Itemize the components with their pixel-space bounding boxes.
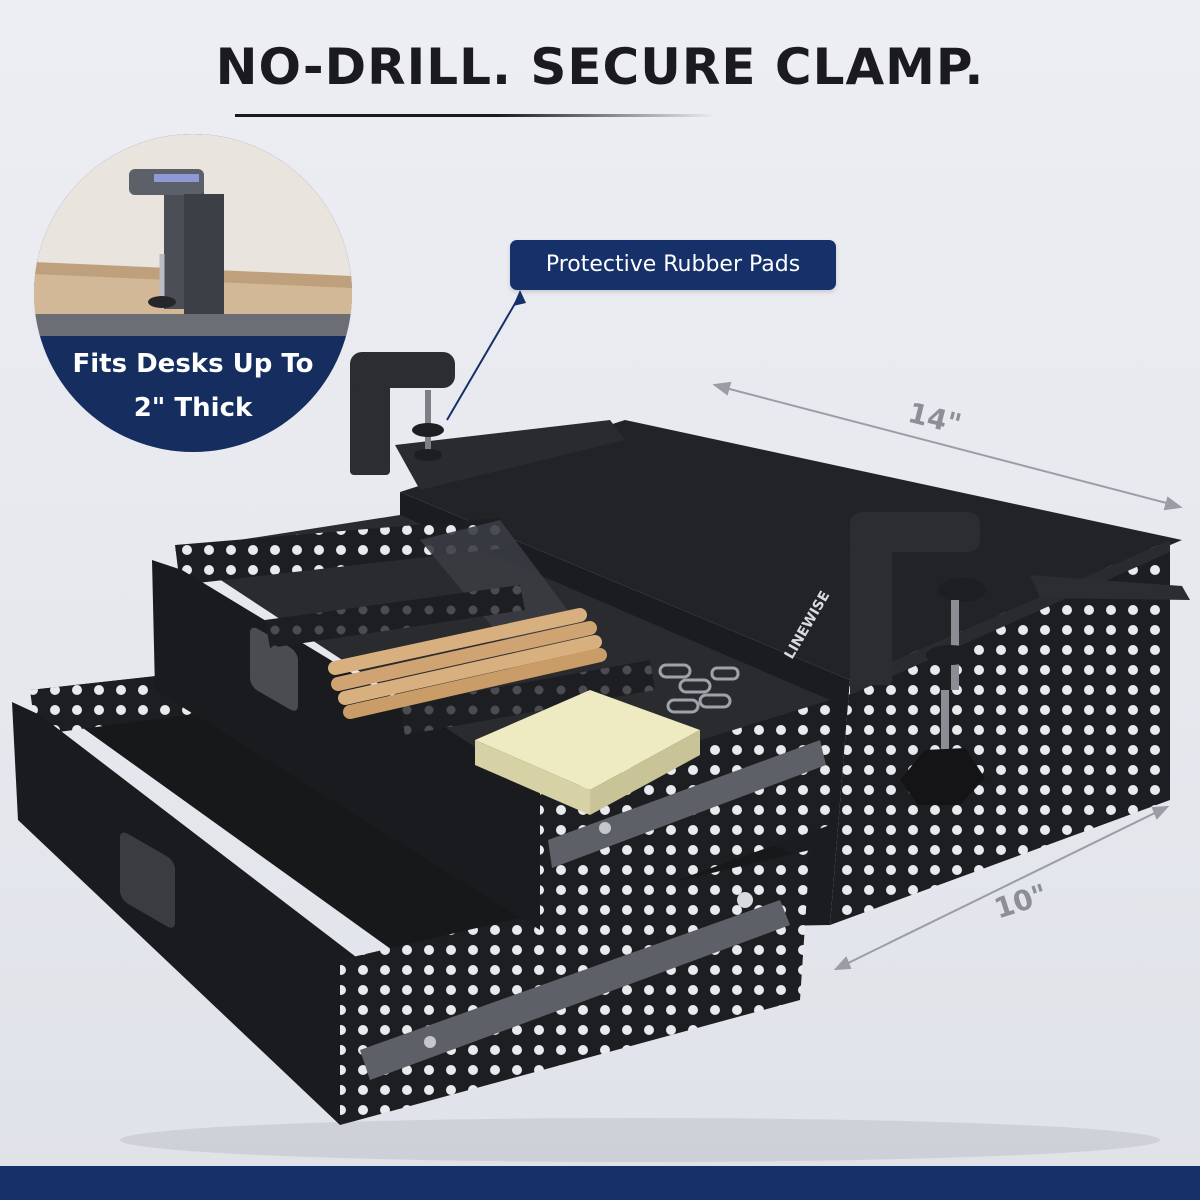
upper-slide-rail <box>548 740 826 868</box>
pencils <box>328 608 607 719</box>
upper-drawer-back-wall <box>175 518 505 585</box>
side-rail <box>1030 575 1190 600</box>
housing-side-panel <box>830 540 1170 925</box>
drawer-divider <box>265 585 525 648</box>
callout-arrow <box>446 294 521 421</box>
rear-clamp <box>350 352 455 475</box>
lower-drawer-front <box>12 702 360 1125</box>
width-dimension-arrow <box>712 381 1183 511</box>
inset-caption-line-2: 2" Thick <box>133 393 253 423</box>
lower-slide-rail <box>360 900 790 1080</box>
upper-drawer-handle <box>250 627 298 711</box>
front-clamp <box>850 512 986 805</box>
floor-shadow <box>120 1118 1160 1162</box>
paper-clips <box>658 663 740 714</box>
clamp-closeup-photo <box>34 134 352 336</box>
clamp-closeup-inset: Fits Desks Up To 2" Thick <box>34 134 352 452</box>
housing-top <box>400 420 1182 680</box>
sticky-notes-side <box>475 740 590 815</box>
rear-bracket <box>395 420 625 490</box>
rubber-pads-callout: Protective Rubber Pads <box>510 240 836 290</box>
drawer-divider-2 <box>400 660 655 735</box>
lower-drawer-handle <box>120 832 175 928</box>
sticky-notes-top <box>475 690 700 790</box>
headline: NO-DRILL. SECURE CLAMP. <box>215 38 985 96</box>
footer-bar <box>0 1166 1200 1200</box>
inset-caption-line-1: Fits Desks Up To <box>72 349 314 379</box>
headline-underline <box>235 114 715 117</box>
inset-caption: Fits Desks Up To 2" Thick <box>34 342 352 430</box>
depth-dimension-arrow <box>833 805 1170 971</box>
